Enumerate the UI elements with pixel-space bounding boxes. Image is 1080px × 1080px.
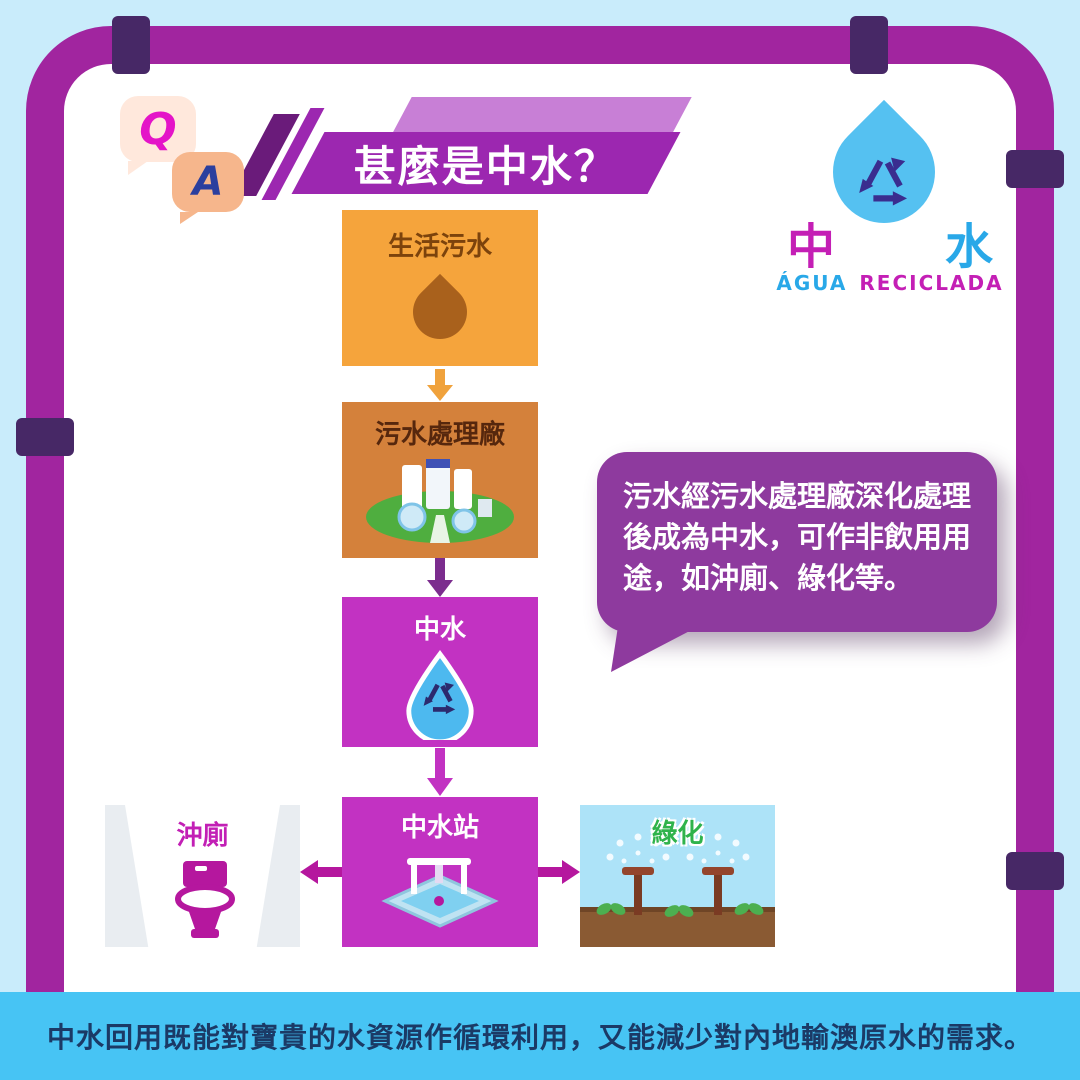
pipe-joint bbox=[16, 418, 74, 456]
treatment-plant-illustration bbox=[366, 459, 514, 543]
title-banner: 甚麼是中水？ bbox=[291, 132, 681, 194]
pipe-joint bbox=[1006, 852, 1064, 890]
pipe-joint bbox=[850, 16, 888, 74]
reclaimed-water-drop-icon bbox=[406, 650, 474, 740]
sprinkler-illustration bbox=[596, 833, 764, 917]
recycled-water-logo: 中 水 ÁGUA RECICLADA bbox=[775, 95, 1005, 305]
flow-step-reclaimed-water-station: 中水站 bbox=[342, 797, 538, 947]
arrow-shaft bbox=[435, 369, 445, 385]
arrow-head bbox=[427, 385, 453, 401]
flow-step-domestic-sewage: 生活污水 bbox=[342, 210, 538, 366]
use-case-greening: 綠化 bbox=[580, 805, 775, 947]
use-case-label: 沖廁 bbox=[176, 821, 229, 851]
arrow-head bbox=[427, 580, 453, 597]
page-title: 甚麼是中水？ bbox=[353, 141, 618, 191]
toilet-icon bbox=[175, 861, 235, 938]
arrow-shaft bbox=[435, 558, 445, 580]
arrow-shaft bbox=[538, 867, 562, 877]
logo-subtitle-word1: ÁGUA bbox=[776, 271, 848, 295]
speech-bubble-text: 污水經污水處理廠深化處理後成為中水，可作非飲用用途，如沖廁、綠化等。 bbox=[623, 479, 972, 596]
logo-text-left: 中 bbox=[787, 219, 836, 275]
flow-arrow-right bbox=[538, 860, 580, 884]
logo-text-right: 水 bbox=[944, 219, 993, 275]
recycle-arrows-icon bbox=[859, 157, 908, 206]
answer-letter: A bbox=[192, 159, 224, 205]
flow-arrow-left bbox=[300, 860, 342, 884]
arrow-head bbox=[562, 860, 580, 884]
flow-step-treatment-plant: 污水處理廠 bbox=[342, 402, 538, 558]
answer-bubble: A bbox=[172, 152, 244, 224]
flow-step-reclaimed-water: 中水 bbox=[342, 597, 538, 747]
station-illustration bbox=[381, 858, 499, 928]
speech-bubble: 污水經污水處理廠深化處理後成為中水，可作非飲用用途，如沖廁、綠化等。 bbox=[597, 452, 997, 672]
title-banner-group: 甚麼是中水？ bbox=[230, 92, 692, 202]
footer-text: 中水回用既能對寶貴的水資源作循環利用，又能減少對內地輸澳原水的需求。 bbox=[46, 1021, 1033, 1054]
flow-step-label: 生活污水 bbox=[387, 232, 492, 262]
arrow-head bbox=[427, 778, 453, 796]
flow-step-label: 中水站 bbox=[400, 813, 479, 843]
footer-bar: 中水回用既能對寶貴的水資源作循環利用，又能減少對內地輸澳原水的需求。 bbox=[0, 992, 1080, 1080]
flow-step-label: 污水處理廠 bbox=[374, 420, 505, 450]
arrow-head bbox=[300, 860, 318, 884]
use-case-label: 綠化 bbox=[651, 819, 704, 849]
pipe-joint bbox=[112, 16, 150, 74]
logo-subtitle: ÁGUA RECICLADA bbox=[775, 271, 1005, 295]
logo-subtitle-word2: RECICLADA bbox=[859, 271, 1004, 295]
arrow-shaft bbox=[318, 867, 342, 877]
flow-step-label: 中水 bbox=[413, 615, 466, 645]
sewage-drop-icon bbox=[401, 273, 479, 351]
use-case-toilet: 沖廁 bbox=[105, 805, 300, 947]
question-bubble: Q bbox=[120, 96, 196, 175]
arrow-shaft bbox=[435, 748, 445, 778]
question-letter: Q bbox=[139, 103, 177, 155]
pipe-joint bbox=[1006, 150, 1064, 188]
